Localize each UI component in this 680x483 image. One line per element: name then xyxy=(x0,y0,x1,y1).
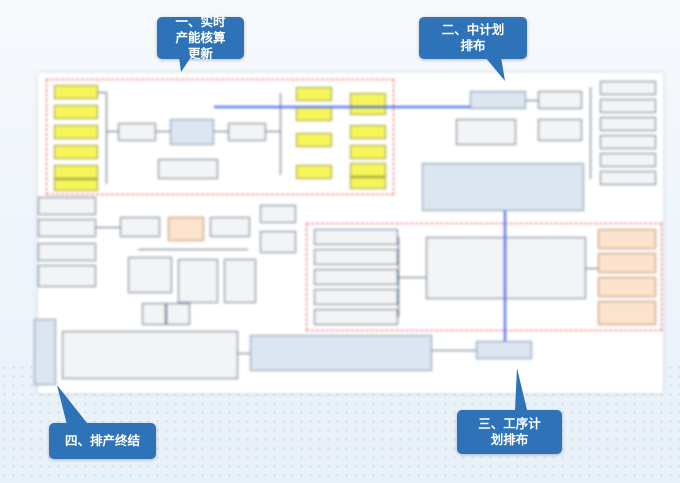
flow-box xyxy=(598,301,656,325)
flow-box xyxy=(34,319,56,385)
flow-box xyxy=(38,265,96,287)
flow-box xyxy=(38,219,96,237)
flow-box xyxy=(476,341,532,359)
flow-box xyxy=(118,123,156,141)
flow-box xyxy=(470,91,526,109)
flow-box xyxy=(296,87,332,101)
section1-dashed-area xyxy=(46,79,394,195)
flow-box xyxy=(600,153,656,167)
callout-step3-process-plan: 三、工序计划排布 xyxy=(457,368,562,454)
flow-box xyxy=(54,145,98,159)
flow-box xyxy=(260,231,296,253)
flow-box xyxy=(38,197,96,215)
flow-box xyxy=(350,93,386,115)
callout-step1-capacity-update: 一、实时产能核算更新 xyxy=(157,14,244,72)
flow-connector xyxy=(266,131,280,132)
flow-box xyxy=(538,91,582,109)
flow-box xyxy=(538,119,582,141)
flow-box xyxy=(296,165,332,179)
flow-box xyxy=(54,85,98,99)
production-flowchart xyxy=(34,73,663,393)
flow-box xyxy=(210,217,250,237)
flow-box xyxy=(598,229,656,249)
flow-box xyxy=(54,125,98,139)
flow-connector xyxy=(138,249,248,250)
flow-line xyxy=(504,211,506,341)
flow-box xyxy=(314,309,398,325)
flow-box xyxy=(314,249,398,265)
flow-box xyxy=(296,133,332,147)
flow-connector xyxy=(98,92,106,93)
flow-connector xyxy=(214,131,228,132)
flow-box xyxy=(296,107,332,121)
flow-box xyxy=(54,179,98,191)
flow-connector xyxy=(590,87,591,179)
flow-box xyxy=(224,259,256,303)
flow-box xyxy=(350,177,386,189)
flow-box xyxy=(600,81,656,95)
flow-connector xyxy=(398,277,426,278)
flow-box xyxy=(456,119,516,145)
section3-dashed-area xyxy=(306,223,662,331)
flow-box xyxy=(128,257,172,293)
callout-step2-mid-plan: 二、中计划排布 xyxy=(419,17,527,81)
flow-connector xyxy=(280,93,281,175)
flow-box xyxy=(168,217,204,241)
flow-box xyxy=(600,135,656,149)
flow-box xyxy=(314,289,398,305)
flow-connector xyxy=(432,350,476,351)
callout-step4-finalize: 四、排产终结 xyxy=(49,385,156,459)
flow-box xyxy=(600,117,656,131)
flow-connector xyxy=(106,92,107,184)
callout-pointer xyxy=(485,57,505,81)
flow-box xyxy=(350,125,386,139)
flow-box xyxy=(54,105,98,119)
flow-box xyxy=(600,99,656,113)
flow-connector xyxy=(526,100,538,101)
flow-box xyxy=(350,145,386,159)
flow-box xyxy=(178,259,218,303)
callout-pointer xyxy=(179,57,191,72)
flow-connector xyxy=(586,268,598,269)
flow-box xyxy=(170,119,214,145)
flow-box xyxy=(120,217,160,237)
flow-box xyxy=(426,237,586,299)
flow-box xyxy=(314,269,398,285)
flow-box xyxy=(260,205,296,223)
flow-connector xyxy=(156,131,170,132)
flow-box xyxy=(54,165,98,179)
flow-box xyxy=(166,303,190,325)
callout-step2-label: 二、中计划排布 xyxy=(441,22,505,53)
flow-box xyxy=(228,123,266,141)
callout-step4-label: 四、排产终结 xyxy=(64,433,140,448)
callout-pointer xyxy=(515,368,527,410)
flow-connector xyxy=(106,131,118,132)
flow-box xyxy=(142,303,166,325)
callout-pointer xyxy=(57,385,87,425)
flow-box xyxy=(600,171,656,185)
flow-box xyxy=(422,163,584,211)
flow-box xyxy=(62,331,238,379)
flow-line xyxy=(214,106,470,108)
flow-box xyxy=(158,159,218,179)
flow-box xyxy=(38,243,96,261)
flow-box xyxy=(250,335,432,371)
flow-box xyxy=(314,229,398,245)
callout-step1-label: 一、实时产能核算更新 xyxy=(175,14,226,61)
flow-box xyxy=(598,277,656,297)
flow-connector xyxy=(238,353,250,354)
flow-box xyxy=(350,163,386,177)
flow-box xyxy=(598,253,656,273)
callout-step3-label: 三、工序计划排布 xyxy=(478,416,541,447)
flow-connector xyxy=(96,227,120,228)
